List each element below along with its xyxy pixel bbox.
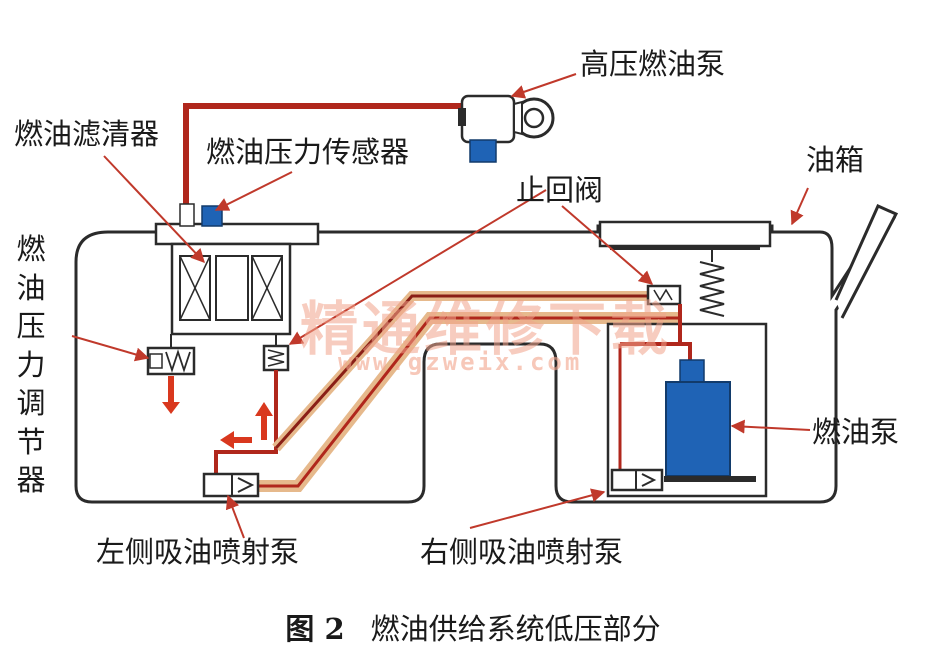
tank-filler-neck (834, 204, 899, 319)
label-fuel-filter: 燃油滤清器 (14, 117, 160, 151)
flow-arrow-left (220, 431, 252, 449)
flow-arrow-up (255, 402, 273, 440)
label-fuel-tank: 油箱 (806, 143, 865, 177)
fuel-pressure-sensor (201, 205, 223, 227)
return-pipe-red (258, 316, 680, 488)
fuel-pump (664, 359, 756, 482)
filter-element-2 (215, 255, 249, 321)
label-check-valve: 止回阀 (516, 173, 604, 207)
high-pressure-line (183, 103, 468, 226)
high-pressure-pump (458, 94, 555, 163)
module-spring (699, 250, 725, 317)
figure-title: 燃油供给系统低压部分 (370, 612, 661, 646)
label-fuel-pressure-sensor: 燃油压力传感器 (206, 135, 410, 169)
left-jet-line (214, 370, 278, 478)
check-valve-left (262, 334, 290, 372)
label-fuel-pressure-regulator: 燃油压力调节器 (16, 232, 46, 497)
label-pointers (71, 73, 811, 539)
filter-flange (154, 222, 320, 246)
tank-top-flange (598, 220, 772, 248)
supply-pipe-red (274, 294, 650, 450)
left-jet-pump (202, 472, 260, 498)
label-left-jet-pump: 左侧吸油喷射泵 (96, 535, 300, 569)
figure-number: 图 2 (285, 612, 345, 646)
right-jet-pump (610, 468, 664, 492)
flow-arrow-down (162, 376, 180, 414)
figure-caption: 图 2 燃油供给系统低压部分 (0, 606, 946, 648)
filter-element-3 (251, 255, 283, 321)
label-fuel-pump: 燃油泵 (812, 415, 900, 449)
label-right-jet-pump: 右侧吸油喷射泵 (420, 535, 624, 569)
label-high-pressure-pump: 高压燃油泵 (580, 47, 726, 81)
watermark-url: www.gzweix.com (338, 348, 583, 376)
check-valve-right (646, 284, 682, 306)
watermark-text: 精通维修下载 (300, 295, 673, 363)
